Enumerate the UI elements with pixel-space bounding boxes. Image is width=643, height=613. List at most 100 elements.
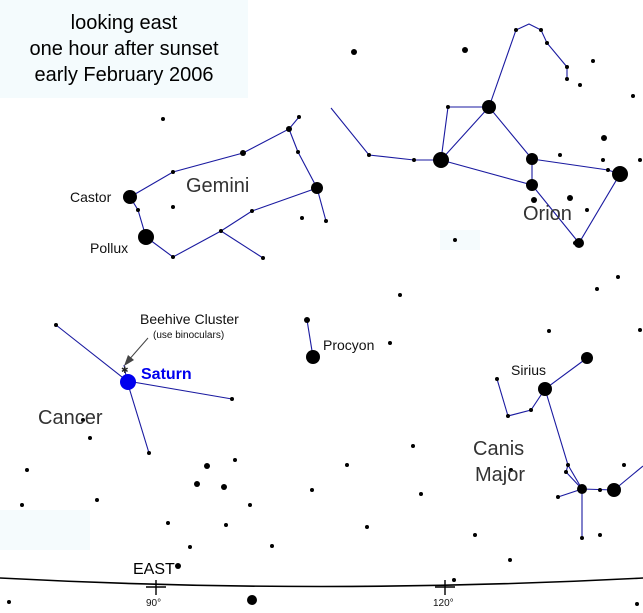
- star: [638, 158, 642, 162]
- star: [453, 238, 457, 242]
- tick-label-90: 90°: [146, 598, 162, 609]
- star: [616, 275, 620, 279]
- star: [351, 49, 357, 55]
- star: [581, 352, 593, 364]
- star: [473, 533, 477, 537]
- star: [166, 521, 170, 525]
- star: [529, 408, 533, 412]
- saturn-planet: [120, 374, 136, 390]
- star: [345, 463, 349, 467]
- star: [580, 536, 584, 540]
- star: [175, 563, 181, 569]
- star: [286, 126, 292, 132]
- star: [573, 241, 577, 245]
- orion-line: [440, 158, 621, 244]
- star: [547, 329, 551, 333]
- star: [324, 219, 328, 223]
- star: [138, 229, 154, 245]
- saturn-label: Saturn: [141, 366, 192, 383]
- star: [585, 208, 589, 212]
- star: [310, 488, 314, 492]
- star: [433, 152, 449, 168]
- beehive-pointer: ✱: [121, 337, 149, 376]
- title-line-3: early February 2006: [34, 64, 214, 86]
- star: [538, 382, 552, 396]
- star: [261, 256, 265, 260]
- star: [54, 323, 58, 327]
- background-tints: [0, 230, 480, 550]
- star: [250, 209, 254, 213]
- star: [247, 595, 257, 605]
- star: [565, 77, 569, 81]
- star: [566, 463, 570, 467]
- star: [565, 65, 569, 69]
- star: [622, 463, 626, 467]
- star: [161, 117, 165, 121]
- star: [171, 205, 175, 209]
- star: [20, 503, 24, 507]
- constellation-label-canis-major-2: Major: [475, 464, 526, 486]
- star: [219, 229, 223, 233]
- constellation-lines: [55, 23, 643, 538]
- star: [248, 503, 252, 507]
- star: [558, 153, 562, 157]
- star: [204, 463, 210, 469]
- cancer-line: [126, 380, 233, 400]
- star: [462, 47, 468, 53]
- star: [601, 158, 605, 162]
- star: [81, 418, 85, 422]
- star: [508, 558, 512, 562]
- star: [526, 179, 538, 191]
- star: [136, 208, 140, 212]
- star: [578, 83, 582, 87]
- star: [367, 153, 371, 157]
- star: [598, 488, 602, 492]
- star: [506, 414, 510, 418]
- star: [556, 495, 560, 499]
- star: [296, 150, 300, 154]
- star: [446, 105, 450, 109]
- star: [531, 197, 537, 203]
- star: [388, 341, 392, 345]
- star: [221, 484, 227, 490]
- saturn-marker: [120, 374, 136, 390]
- star: [171, 170, 175, 174]
- star: [598, 533, 602, 537]
- tick-label-120: 120°: [433, 598, 454, 609]
- star: [577, 484, 587, 494]
- star: [612, 166, 628, 182]
- star: [514, 28, 518, 32]
- star-label-sirius: Sirius: [511, 362, 547, 378]
- star: [300, 216, 304, 220]
- star: [545, 41, 549, 45]
- star: [7, 600, 11, 604]
- constellation-label-cancer: Cancer: [38, 407, 103, 429]
- star: [365, 525, 369, 529]
- star: [188, 545, 192, 549]
- gemini-line: [288, 128, 327, 222]
- star: [147, 451, 151, 455]
- beehive-note: (use binoculars): [153, 330, 225, 341]
- star: [638, 328, 642, 332]
- star-label-castor: Castor: [70, 189, 112, 205]
- title-line-2: one hour after sunset: [29, 38, 219, 60]
- star: [304, 317, 310, 323]
- star-label-procyon: Procyon: [323, 337, 375, 353]
- direction-label-east: EAST: [133, 561, 175, 578]
- star: [574, 238, 584, 248]
- title-line-1: looking east: [70, 12, 178, 34]
- gemini-line: [220, 230, 264, 259]
- cancer-line: [55, 324, 150, 454]
- beehive-symbol: ✱: [121, 366, 129, 376]
- constellation-label-canis-major-1: Canis: [473, 438, 525, 460]
- star: [495, 377, 499, 381]
- star: [539, 28, 543, 32]
- star: [452, 578, 456, 582]
- stars: [7, 28, 642, 606]
- constellation-label-orion: Orion: [523, 203, 572, 225]
- star: [25, 468, 29, 472]
- star: [635, 602, 639, 606]
- star: [240, 150, 246, 156]
- star: [171, 255, 175, 259]
